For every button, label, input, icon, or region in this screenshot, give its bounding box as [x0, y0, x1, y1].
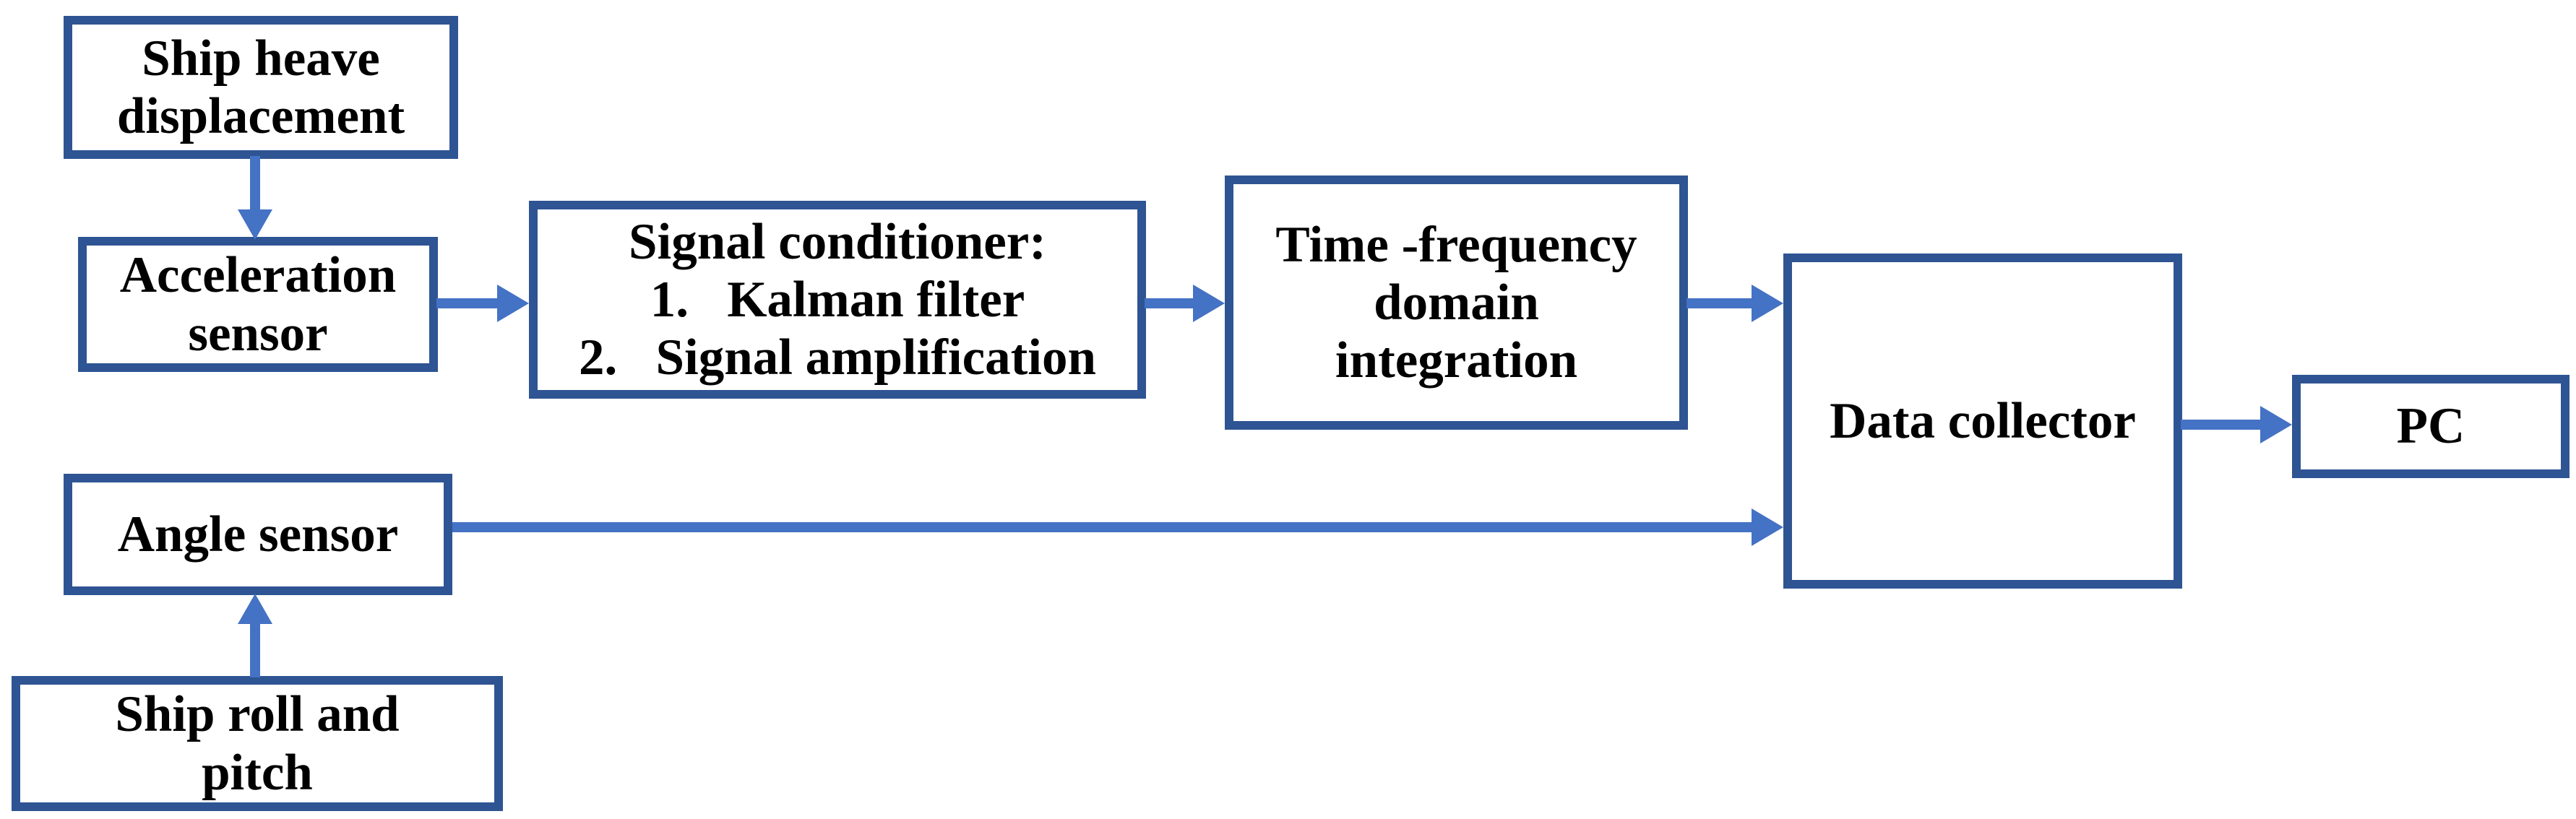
- node-pc: PC: [2292, 375, 2569, 478]
- arrow-shaft: [250, 623, 260, 677]
- arrowhead-right-icon: [1193, 285, 1225, 322]
- node-data-collector: Data collector: [1783, 254, 2182, 589]
- node-time-frequency-domain-integration: Time -frequency domain integration: [1225, 176, 1688, 430]
- arrowhead-up-icon: [238, 594, 272, 624]
- node-label-line: Acceleration: [119, 247, 397, 304]
- node-label-line: PC: [2396, 398, 2465, 455]
- arrowhead-right-icon: [1752, 508, 1783, 546]
- arrowhead-right-icon: [497, 285, 529, 322]
- node-ship-heave-displacement: Ship heave displacement: [64, 16, 458, 159]
- arrowhead-right-icon: [2260, 406, 2292, 443]
- arrowhead-right-icon: [1752, 285, 1783, 322]
- node-acceleration-sensor: Acceleration sensor: [78, 237, 438, 372]
- node-label-line: displacement: [116, 88, 405, 144]
- node-label-line: integration: [1335, 332, 1578, 389]
- arrow-shaft: [250, 156, 260, 211]
- node-label-line: Time -frequency: [1275, 216, 1637, 273]
- arrow-shaft: [2181, 420, 2262, 430]
- node-label-line: sensor: [188, 305, 328, 362]
- node-ship-roll-and-pitch: Ship roll and pitch: [12, 676, 503, 811]
- node-signal-conditioner: Signal conditioner: 1. Kalman filter 2. …: [529, 201, 1146, 399]
- node-label-line: domain: [1374, 274, 1539, 331]
- node-label-line: Data collector: [1830, 392, 2136, 449]
- node-label-line: Angle sensor: [117, 506, 399, 563]
- node-label-line: 1. Kalman filter: [650, 271, 1025, 328]
- node-label-line: Ship heave: [142, 30, 380, 87]
- arrow-shaft: [1687, 298, 1753, 308]
- arrow-shaft: [452, 522, 1753, 532]
- node-angle-sensor: Angle sensor: [64, 474, 452, 595]
- node-label-line: pitch: [202, 744, 313, 801]
- node-label-line: 2. Signal amplification: [579, 329, 1096, 386]
- node-label-line: Ship roll and: [115, 686, 400, 743]
- node-label-line: Signal conditioner:: [629, 213, 1046, 270]
- arrow-shaft: [436, 298, 499, 308]
- arrowhead-down-icon: [238, 209, 272, 240]
- arrow-shaft: [1145, 298, 1194, 308]
